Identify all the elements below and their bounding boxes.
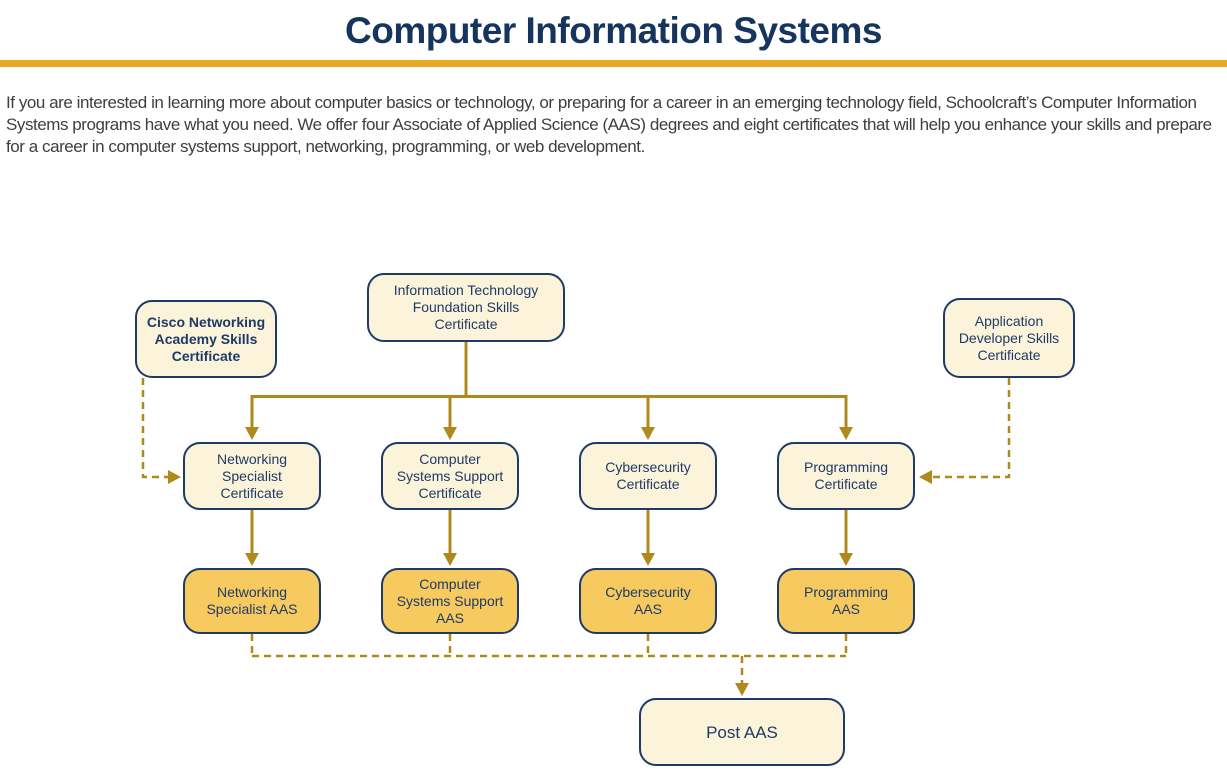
page-title: Computer Information Systems <box>345 10 882 51</box>
node-label: Post AAS <box>706 722 778 742</box>
node-programming-certificate: Programming Certificate <box>777 442 915 510</box>
node-label: Programming Certificate <box>803 459 889 492</box>
gold-divider-bar <box>0 60 1227 67</box>
node-application-developer-skills-certificate: Application Developer Skills Certificate <box>943 298 1075 378</box>
node-label: Networking Specialist AAS <box>206 584 298 617</box>
solid-connectors <box>250 342 848 554</box>
node-label: Computer Systems Support AAS <box>396 575 504 626</box>
solid-arrowheads <box>245 427 853 566</box>
node-label: Cybersecurity AAS <box>605 584 691 617</box>
node-cybersecurity-certificate: Cybersecurity Certificate <box>579 442 717 510</box>
node-programming-aas: Programming AAS <box>777 568 915 634</box>
node-computer-systems-support-aas: Computer Systems Support AAS <box>381 568 519 634</box>
intro-paragraph: If you are interested in learning more a… <box>6 93 1212 156</box>
node-label: Cisco Networking Academy Skills Certific… <box>146 313 266 364</box>
node-label: Information Technology Foundation Skills… <box>393 282 539 332</box>
node-label: Networking Specialist Certificate <box>216 450 288 501</box>
node-label: Computer Systems Support Certificate <box>396 450 504 501</box>
node-label: Cybersecurity Certificate <box>605 459 691 492</box>
node-cybersecurity-aas: Cybersecurity AAS <box>579 568 717 634</box>
node-networking-specialist-certificate: Networking Specialist Certificate <box>183 442 321 510</box>
node-networking-specialist-aas: Networking Specialist AAS <box>183 568 321 634</box>
dashed-connectors <box>141 378 1011 683</box>
node-information-technology-foundation-skills-certificate: Information Technology Foundation Skills… <box>367 273 565 342</box>
node-computer-systems-support-certificate: Computer Systems Support Certificate <box>381 442 519 510</box>
node-label: Application Developer Skills Certificate <box>958 312 1060 363</box>
node-post-aas: Post AAS <box>639 698 845 766</box>
node-label: Programming AAS <box>803 584 889 617</box>
node-cisco-networking-academy-skills-certificate: Cisco Networking Academy Skills Certific… <box>135 300 277 378</box>
